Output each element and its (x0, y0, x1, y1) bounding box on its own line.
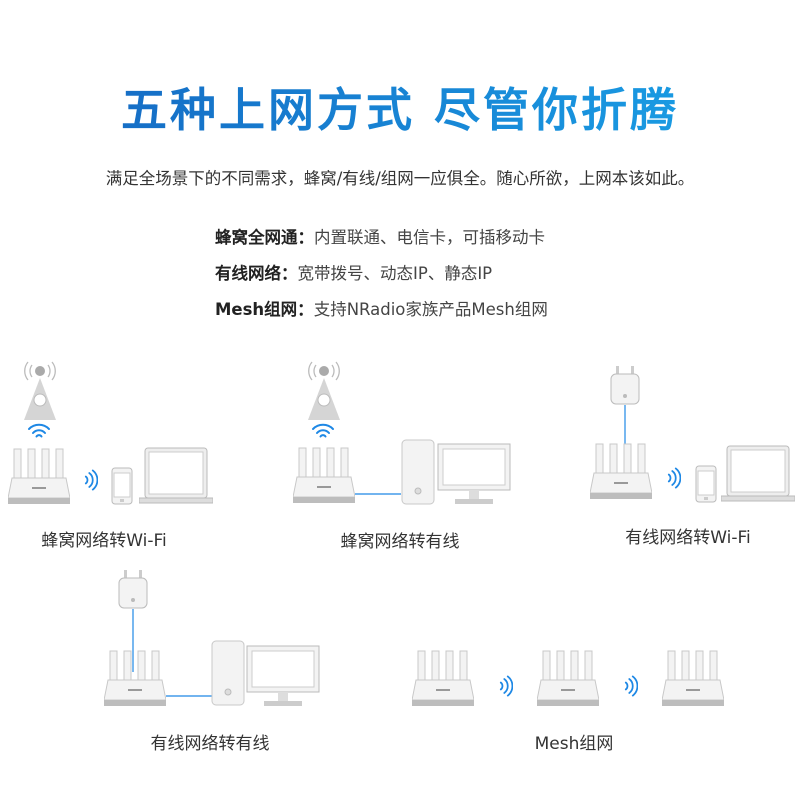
page-title: 五种上网方式 尽管你折腾 (0, 74, 800, 140)
router-icon (293, 447, 355, 504)
wifi-icon (312, 423, 334, 438)
wireless-waves-icon (667, 467, 681, 489)
wifi-icon (28, 423, 50, 438)
subtitle: 满足全场景下的不同需求，蜂窝/有线/组网一应俱全。随心所欲，上网本该如此。 (105, 169, 695, 188)
router-icon (104, 650, 166, 707)
laptop-icon (721, 445, 795, 502)
feature-mesh: Mesh组网：支持NRadio家族产品Mesh组网 (215, 296, 548, 320)
phone-icon (695, 465, 717, 503)
modem-icon (118, 570, 148, 609)
pc-tower-icon (211, 640, 245, 706)
feature-heading: Mesh组网： (215, 300, 314, 319)
wireless-waves-icon (84, 469, 98, 491)
scene-label: 蜂窝网络转Wi-Fi (41, 531, 167, 551)
pc-tower-icon (401, 439, 435, 505)
feature-wired: 有线网络：宽带拨号、动态IP、静态IP (215, 260, 492, 284)
feature-text: 支持NRadio家族产品Mesh组网 (313, 300, 548, 319)
modem-icon (610, 366, 640, 405)
router-icon (662, 650, 724, 707)
monitor-icon (437, 443, 511, 505)
feature-cellular: 蜂窝全网通：内置联通、电信卡，可插移动卡 (215, 224, 545, 248)
scene-label: 蜂窝网络转有线 (340, 532, 460, 552)
cell-tower-icon (23, 361, 57, 420)
feature-text: 宽带拨号、动态IP、静态IP (297, 264, 493, 283)
feature-heading: 有线网络： (215, 264, 298, 283)
feature-text: 内置联通、电信卡，可插移动卡 (314, 228, 545, 247)
wireless-waves-icon (499, 675, 513, 697)
router-icon (537, 650, 599, 707)
cell-tower-icon (307, 361, 341, 420)
feature-heading: 蜂窝全网通： (215, 228, 314, 247)
scene-label: 有线网络转Wi-Fi (625, 528, 751, 548)
wireless-waves-icon (624, 675, 638, 697)
scene-label: Mesh组网 (534, 734, 614, 754)
router-icon (412, 650, 474, 707)
router-icon (590, 443, 652, 500)
phone-icon (111, 467, 133, 505)
scene-label: 有线网络转有线 (150, 734, 270, 754)
laptop-icon (139, 447, 213, 504)
router-icon (8, 448, 70, 505)
monitor-icon (246, 645, 320, 707)
